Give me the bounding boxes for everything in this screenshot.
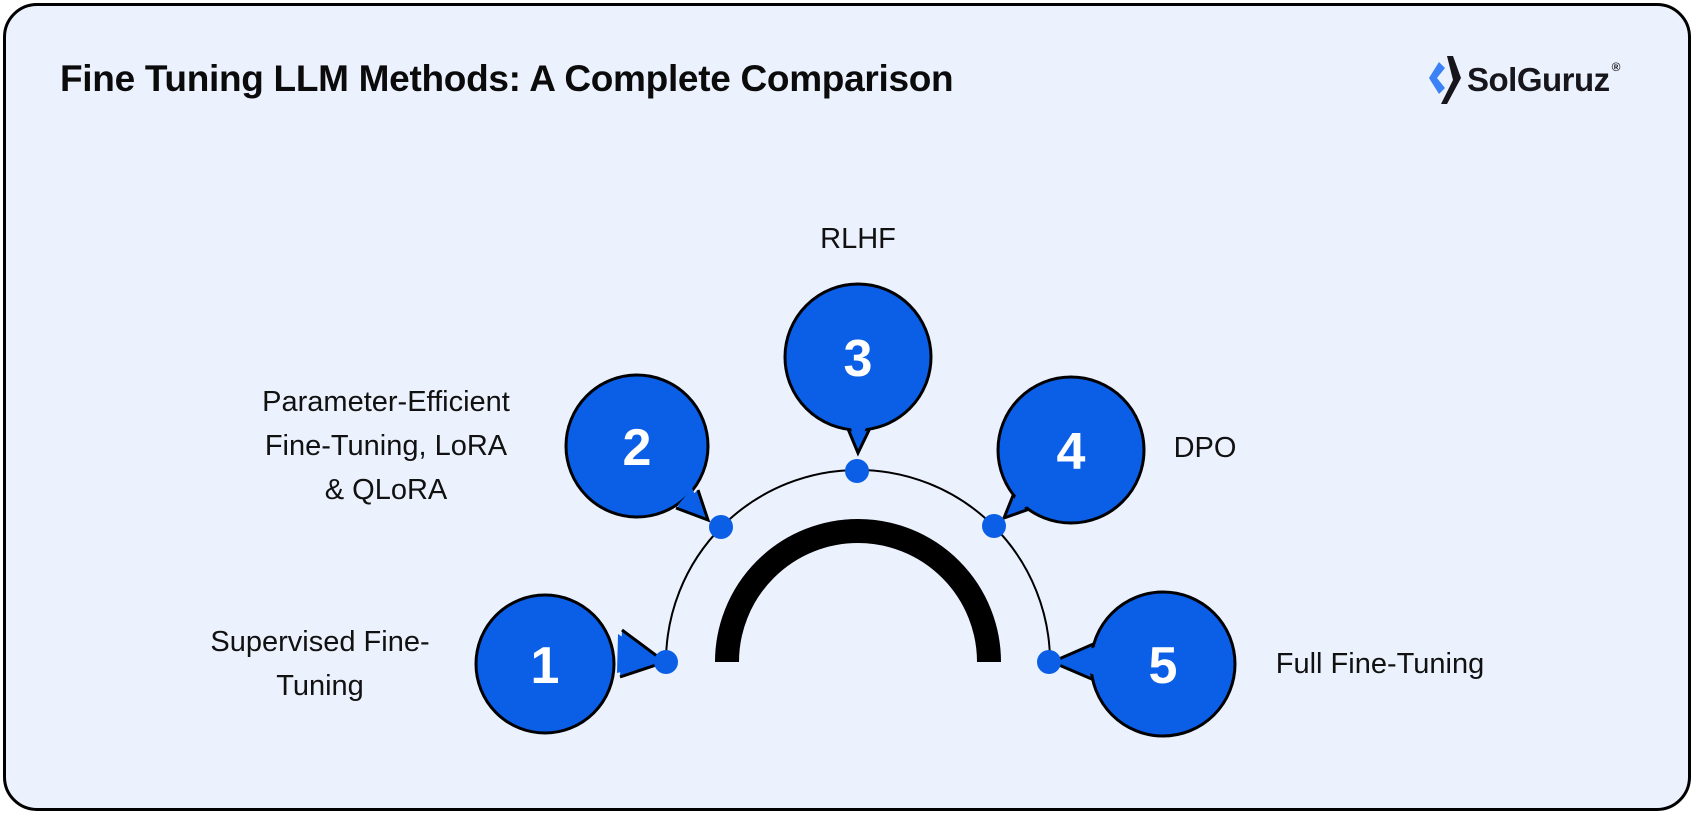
arc-node-5 (1037, 650, 1061, 674)
method-label-4: DPO (1173, 432, 1237, 464)
method-number-2: 2 (623, 419, 652, 477)
inner-arch (715, 519, 1001, 663)
method-label-2: Parameter-Efficient Fine-Tuning, LoRA & … (262, 386, 510, 506)
method-bubble-3[interactable]: 3 (783, 282, 933, 457)
page-title: Fine Tuning LLM Methods: A Complete Comp… (60, 58, 954, 99)
method-bubble-4[interactable]: 4 (996, 375, 1146, 525)
arc-node-1 (654, 650, 678, 674)
arc-node-2 (709, 515, 733, 539)
arc-node-4 (982, 514, 1006, 538)
solguruz-logo-icon (1429, 56, 1461, 104)
method-bubble-5[interactable]: 5 (1048, 590, 1237, 738)
brand-name: SolGuruz (1467, 61, 1610, 98)
brand-logo: SolGuruz ® (1425, 52, 1621, 108)
method-bubble-2[interactable]: 2 (564, 373, 711, 523)
method-number-3: 3 (844, 330, 873, 388)
registered-mark: ® (1611, 60, 1621, 74)
method-number-5: 5 (1149, 637, 1178, 695)
method-bubble-1[interactable]: 1 (474, 593, 669, 735)
arc-node-3 (845, 459, 869, 483)
method-number-4: 4 (1057, 423, 1086, 481)
method-label-1: Supervised Fine- Tuning (210, 626, 430, 702)
method-label-3: RLHF (820, 223, 896, 255)
method-number-1: 1 (531, 637, 560, 695)
method-label-5: Full Fine-Tuning (1275, 648, 1485, 680)
